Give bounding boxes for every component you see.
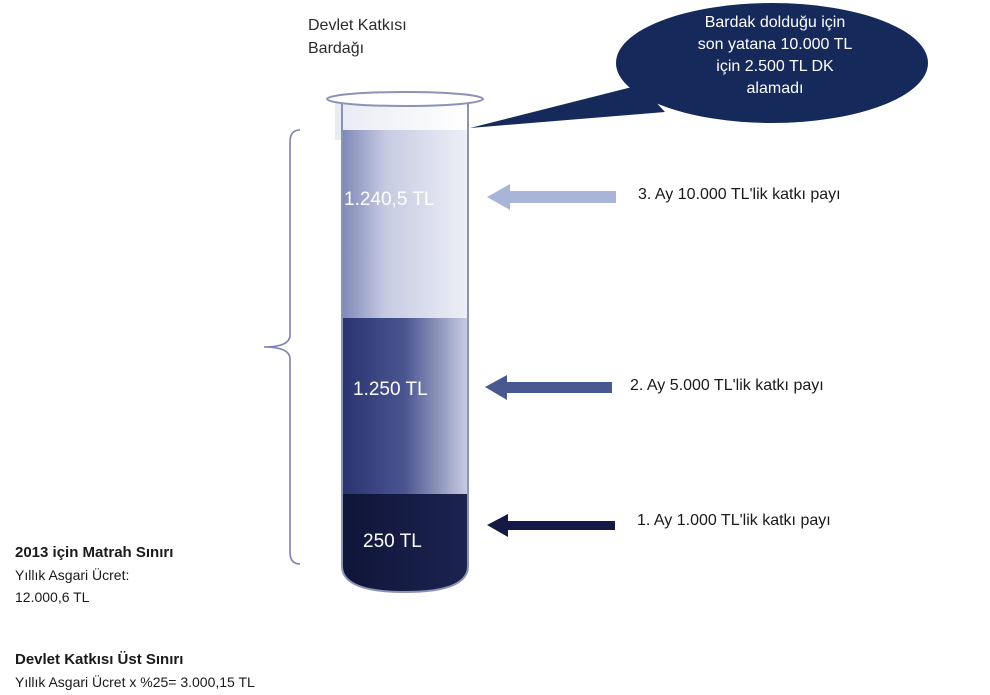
- matrah-line2: 12.000,6 TL: [15, 589, 90, 605]
- segment-bottom-label: 250 TL: [363, 531, 422, 552]
- callout-line2: son yatana 10.000 TL: [697, 36, 853, 53]
- glass-tube: [326, 91, 484, 594]
- glass-title-line1: Devlet Katkısı: [308, 17, 407, 34]
- arrow-month-2: [485, 375, 612, 400]
- upper-limit-block: Devlet Katkısı Üst Sınırı Yıllık Asgari …: [15, 649, 255, 693]
- glass-title: Devlet Katkısı Bardağı: [308, 14, 458, 60]
- segment-middle-fill: [342, 318, 468, 494]
- callout-text: Bardak dolduğu için son yatana 10.000 TL…: [655, 12, 895, 100]
- glass-rim: [326, 91, 484, 107]
- segment-top-label: 1.240,5 TL: [344, 189, 435, 210]
- range-brace: [263, 129, 301, 565]
- callout-line3: için 2.500 TL DK: [716, 58, 834, 75]
- arrow-month-1: [487, 514, 615, 537]
- segment-top-fill: [342, 130, 468, 318]
- segment-bottom-fill: [342, 494, 468, 592]
- upper-limit-line1: Yıllık Asgari Ücret x %25= 3.000,15 TL: [15, 674, 255, 690]
- glass-title-line2: Bardağı: [308, 40, 365, 57]
- contribution-month-1: 1. Ay 1.000 TL'lik katkı payı: [637, 512, 831, 529]
- segment-middle-label: 1.250 TL: [353, 379, 428, 400]
- matrah-title: 2013 için Matrah Sınırı: [15, 544, 174, 561]
- matrah-limit-block: 2013 için Matrah Sınırı Yıllık Asgari Üc…: [15, 542, 173, 608]
- callout-line4: alamadı: [746, 80, 804, 97]
- upper-limit-title: Devlet Katkısı Üst Sınırı: [15, 651, 184, 668]
- callout-line1: Bardak dolduğu için: [704, 14, 846, 31]
- matrah-line1: Yıllık Asgari Ücret:: [15, 567, 130, 583]
- contribution-month-2: 2. Ay 5.000 TL'lik katkı payı: [630, 377, 824, 394]
- callout-bubble: [470, 3, 928, 128]
- arrow-month-3: [487, 184, 616, 210]
- contribution-month-3: 3. Ay 10.000 TL'lik katkı payı: [638, 186, 841, 203]
